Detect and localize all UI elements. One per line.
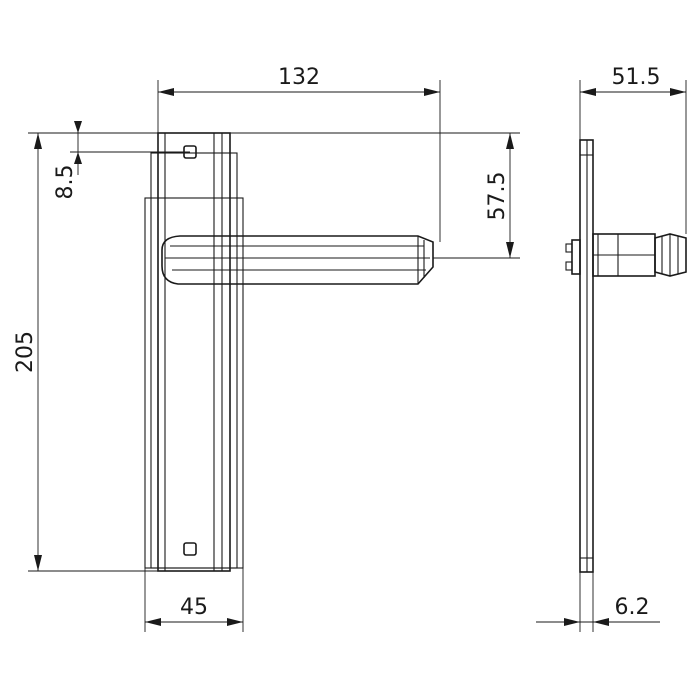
backplate-outer-step <box>144 197 244 569</box>
backplate-main <box>157 132 231 572</box>
dim-overall-width: 132 <box>278 65 320 90</box>
backplate-middle-step <box>150 152 238 569</box>
spindle-assembly <box>565 233 687 277</box>
front-view: 132 57.5 205 8.5 45 <box>13 65 520 632</box>
side-view: 51.5 6.2 <box>536 65 687 632</box>
dim-plate-width: 45 <box>180 595 208 620</box>
bottom-screw-hole <box>183 542 197 556</box>
lever-handle <box>161 235 434 285</box>
dim-screw-offset: 8.5 <box>53 165 78 200</box>
dim-plate-thickness: 6.2 <box>615 595 650 620</box>
dim-lever-height: 57.5 <box>485 172 510 221</box>
dim-plate-height: 205 <box>13 331 38 373</box>
dim-side-depth: 51.5 <box>612 65 661 90</box>
